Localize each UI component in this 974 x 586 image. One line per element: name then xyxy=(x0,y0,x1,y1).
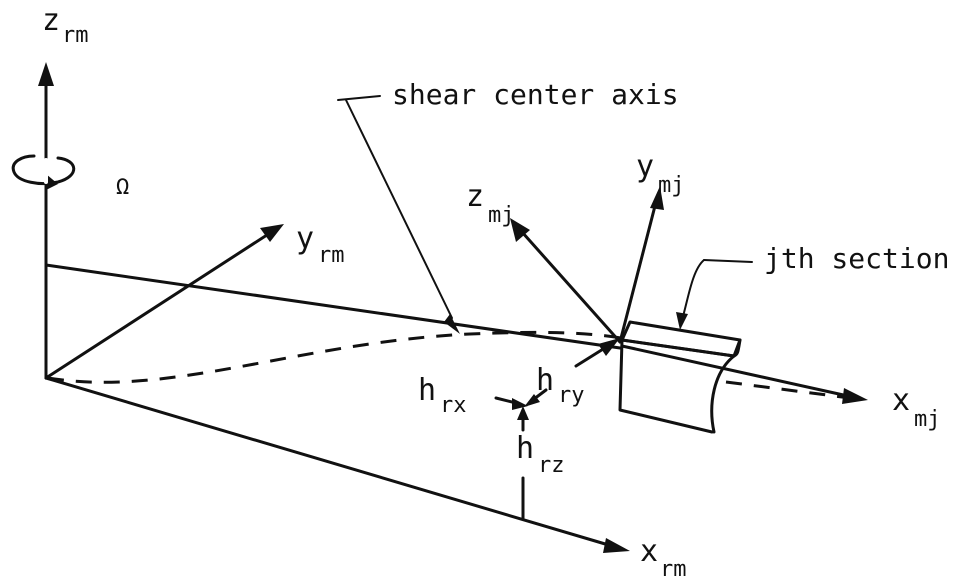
y-mj-label-sub: mj xyxy=(658,173,685,198)
z-rm-label-sub: rm xyxy=(62,23,89,48)
x-mj-axis xyxy=(620,344,868,404)
h-rx-label-main: h xyxy=(418,373,436,408)
shear-center-axis-extension xyxy=(725,380,851,400)
section-origin-pointer xyxy=(574,338,620,368)
z-mj-label-sub: mj xyxy=(488,203,515,228)
x-mj-label-sub: mj xyxy=(914,407,941,432)
x-rm-label-sub: rm xyxy=(660,557,687,582)
shear-center-axis-leader xyxy=(337,95,460,334)
x-mj-label-main: x xyxy=(892,383,910,418)
y-rm-label-main: y xyxy=(296,221,314,256)
h-rz-label-sub: rz xyxy=(538,453,565,478)
jth-section-box xyxy=(618,320,742,434)
h-rz-label-main: h xyxy=(516,431,534,466)
omega-label: Ω xyxy=(116,175,129,200)
shear-center-axis-curve xyxy=(47,330,641,384)
h-rx-label-sub: rx xyxy=(440,393,467,418)
jth-section-leader xyxy=(676,259,753,330)
shear-center-axis-label: shear center axis xyxy=(392,78,679,111)
y-rm-axis xyxy=(44,224,284,380)
z-rm-axis xyxy=(38,62,54,380)
x-rm-label-main: x xyxy=(640,534,658,569)
rotation-arrow-icon xyxy=(11,154,76,190)
x-rm-axis xyxy=(44,376,630,553)
h-r-vectors xyxy=(494,388,548,432)
z-rm-label-main: z xyxy=(42,3,60,38)
jth-section-label: jth section xyxy=(764,242,949,275)
y-mj-axis xyxy=(618,186,664,344)
reference-plane-line xyxy=(44,263,622,350)
y-mj-label-main: y xyxy=(636,149,654,184)
h-ry-label-main: h xyxy=(536,363,554,398)
y-rm-label-sub: rm xyxy=(318,243,345,268)
z-mj-label-main: z xyxy=(466,179,484,214)
z-mj-axis xyxy=(510,218,622,344)
h-ry-label-sub: ry xyxy=(558,383,585,408)
